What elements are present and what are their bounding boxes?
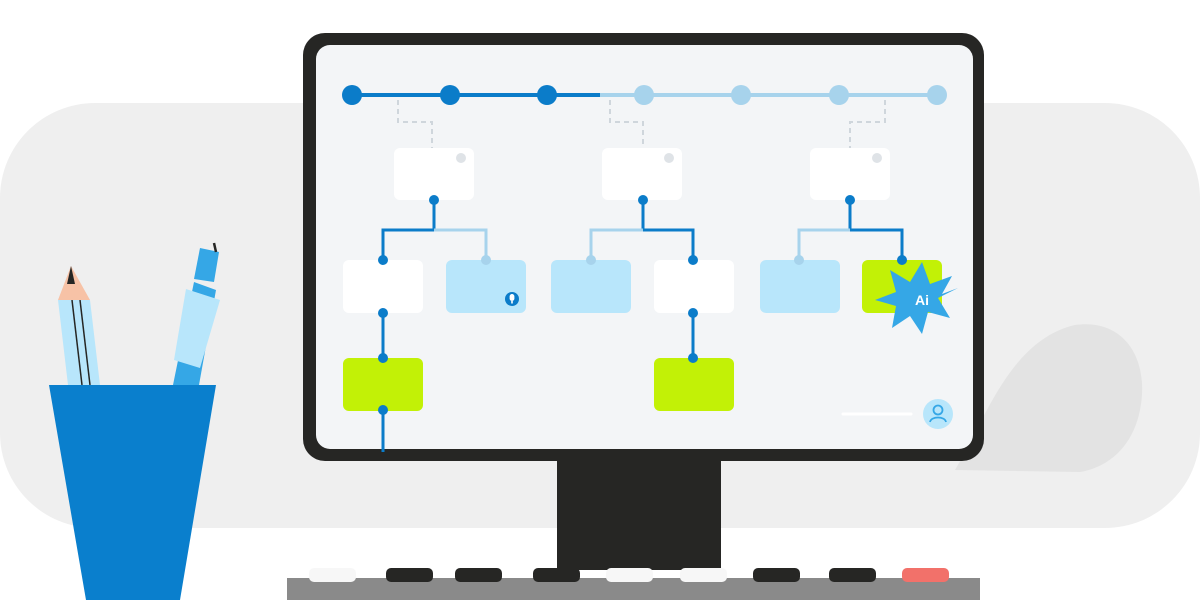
ai-badge[interactable]: Ai (875, 262, 958, 334)
key-9[interactable] (902, 568, 949, 582)
pencil-cup (49, 385, 216, 600)
leaf-node-lime-1[interactable] (343, 358, 423, 411)
child-node-blue-2[interactable] (551, 260, 631, 313)
branch-connectors (381, 200, 904, 452)
backdrop-shadow-blob (955, 324, 1143, 472)
timeline-step-5[interactable] (731, 85, 751, 105)
starburst-badge-icon (875, 262, 958, 334)
progress-timeline (342, 85, 947, 105)
dashed-connectors (397, 100, 886, 148)
timeline-step-6[interactable] (829, 85, 849, 105)
timeline-step-7[interactable] (927, 85, 947, 105)
key-5[interactable] (606, 568, 653, 582)
pencil-icon (58, 266, 100, 386)
key-2[interactable] (386, 568, 433, 582)
key-8[interactable] (829, 568, 876, 582)
key-7[interactable] (753, 568, 800, 582)
root-node-2[interactable] (602, 148, 682, 200)
timeline-step-2[interactable] (440, 85, 460, 105)
ai-badge-label: Ai (915, 292, 929, 308)
key-6[interactable] (680, 568, 727, 582)
monitor-screen (316, 45, 973, 449)
pen-icon (173, 242, 220, 385)
key-4[interactable] (533, 568, 580, 582)
root-node-3[interactable] (810, 148, 890, 200)
root-node-1[interactable] (394, 148, 474, 200)
child-node-blue-3[interactable] (760, 260, 840, 313)
child-node-white-1[interactable] (343, 260, 423, 313)
keyboard (287, 568, 980, 600)
monitor-stand (557, 458, 721, 570)
key-1[interactable] (309, 568, 356, 582)
timeline-step-1[interactable] (342, 85, 362, 105)
leaf-node-lime-2[interactable] (654, 358, 734, 411)
timeline-step-4[interactable] (634, 85, 654, 105)
child-node-white-2[interactable] (654, 260, 734, 313)
key-3[interactable] (455, 568, 502, 582)
microphone-icon[interactable] (505, 292, 519, 306)
keyboard-base (287, 578, 980, 600)
user-avatar-icon[interactable] (923, 399, 953, 429)
connection-dots (378, 195, 907, 415)
timeline-step-3[interactable] (537, 85, 557, 105)
